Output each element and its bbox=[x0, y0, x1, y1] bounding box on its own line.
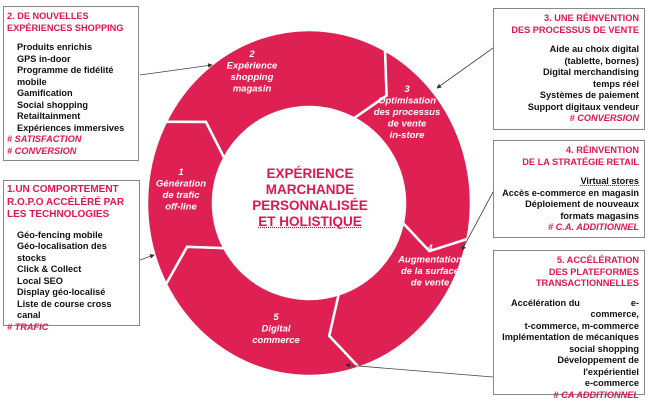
segment-number: 2 bbox=[248, 49, 255, 60]
list-item-part: e- bbox=[631, 298, 639, 310]
list-item: GPS in-door bbox=[17, 54, 135, 66]
tag-conversion: # CONVERSION bbox=[7, 146, 135, 158]
box-title: 1.UN COMPORTEMENT R.O.P.O ACCÉLÉRÉ PAR L… bbox=[7, 184, 136, 222]
box-sales-process-reinvention: 3. UNE RÉINVENTION DES PROCESSUS DE VENT… bbox=[493, 8, 645, 130]
title-line: EXPÉRIENCES SHOPPING bbox=[7, 23, 135, 35]
segment-label-line: Digital bbox=[261, 324, 290, 335]
segment-label-line: off-line bbox=[165, 202, 197, 213]
segment-label-line: Génération bbox=[156, 179, 206, 190]
box-title: 3. UNE RÉINVENTION DES PROCESSUS DE VENT… bbox=[499, 13, 639, 36]
title-line: R.O.P.O ACCÉLÉRÉ PAR bbox=[7, 197, 136, 210]
segment-label-line: de vente bbox=[388, 119, 427, 130]
list-item: Produits enrichis bbox=[17, 42, 135, 54]
list-item: e-commerce bbox=[499, 378, 639, 390]
list-item: Support digitaux vendeur bbox=[499, 102, 639, 114]
box-items: Aide au choix digital (tablette, bornes)… bbox=[499, 44, 639, 113]
box-ropo-behavior: 1.UN COMPORTEMENT R.O.P.O ACCÉLÉRÉ PAR L… bbox=[3, 180, 140, 326]
list-item: mobile bbox=[17, 77, 135, 89]
segment-label-line: Augmentation bbox=[397, 255, 462, 266]
list-item: Développement de l'expérientiel bbox=[499, 355, 639, 378]
box-items: Accélération du e- commerce, t-commerce,… bbox=[499, 298, 639, 390]
center-line: PERSONNALISÉE bbox=[228, 198, 392, 214]
tag-trafic: # TRAFIC bbox=[7, 322, 136, 334]
list-item: Social shopping bbox=[17, 100, 135, 112]
connector-box3 bbox=[437, 48, 493, 88]
box-new-shopping-experiences: 2. DE NOUVELLES EXPÉRIENCES SHOPPING Pro… bbox=[3, 6, 139, 161]
list-item: Accès e-commerce en magasin bbox=[499, 188, 639, 200]
box-title: 4. RÉINVENTION DE LA STRATÉGIE RETAIL bbox=[499, 145, 639, 168]
segment-label-line: Optimisation bbox=[378, 96, 436, 107]
center-line-text: ET HOLISTIQUE bbox=[258, 214, 362, 229]
list-item: temps réel bbox=[499, 79, 639, 91]
box-title: 5. ACCÉLÉRATION DES PLATEFORMES TRANSACT… bbox=[499, 255, 639, 290]
title-line: 2. DE NOUVELLES bbox=[7, 11, 135, 23]
box-title: 2. DE NOUVELLES EXPÉRIENCES SHOPPING bbox=[7, 11, 135, 34]
segment-number: 5 bbox=[273, 312, 279, 323]
list-item: Local SEO bbox=[17, 276, 136, 288]
list-item: Déploiement de nouveaux bbox=[499, 199, 639, 211]
title-line: DES PROCESSUS DE VENTE bbox=[499, 25, 639, 37]
segment-label-line: magasin bbox=[233, 84, 272, 95]
title-line: DE LA STRATÉGIE RETAIL bbox=[499, 157, 639, 169]
box-items: Virtual stores Accès e-commerce en magas… bbox=[499, 176, 639, 222]
tag-ca-additionnel: # C.A. ADDITIONNEL bbox=[499, 222, 639, 234]
center-line: ET HOLISTIQUE bbox=[228, 214, 392, 230]
list-item: Implémentation de mécaniques bbox=[499, 332, 639, 344]
list-item: Aide au choix digital bbox=[499, 44, 639, 56]
segment-label-line: de la surface bbox=[401, 266, 460, 277]
connector-box1 bbox=[140, 255, 154, 260]
ring-segment-5 bbox=[166, 247, 359, 376]
tag-ca-additionnel: # CA ADDITIONNEL bbox=[499, 390, 639, 401]
box-items: Produits enrichis GPS in-door Programme … bbox=[7, 42, 135, 134]
list-item: t-commerce, m-commerce bbox=[499, 321, 639, 333]
segment-label-line: Expérience bbox=[227, 61, 278, 72]
list-item: Liste de course cross canal bbox=[17, 299, 136, 322]
title-line: 1.UN COMPORTEMENT bbox=[7, 184, 136, 197]
segment-label-line: commerce bbox=[252, 335, 300, 346]
list-item-part: Accélération du bbox=[499, 298, 580, 310]
list-item: social shopping bbox=[499, 344, 639, 356]
list-item: Expériences immersives bbox=[17, 123, 135, 135]
tag-satisfaction: # SATISFACTION bbox=[7, 134, 135, 146]
title-line: 3. UNE RÉINVENTION bbox=[499, 13, 639, 25]
list-item-text: Virtual stores bbox=[580, 176, 639, 186]
center-line: MARCHANDE bbox=[228, 182, 392, 198]
segment-label-line: des processus bbox=[374, 107, 441, 118]
ring-segment-4 bbox=[329, 223, 467, 368]
box-retail-strategy: 4. RÉINVENTION DE LA STRATÉGIE RETAIL Vi… bbox=[493, 140, 645, 238]
box-transactional-platforms: 5. ACCÉLÉRATION DES PLATEFORMES TRANSACT… bbox=[493, 250, 645, 395]
segment-number: 4 bbox=[426, 243, 433, 254]
segment-label-line: de vente bbox=[411, 278, 450, 289]
segment-label-line: de trafic bbox=[163, 190, 201, 201]
connector-box5 bbox=[346, 365, 493, 377]
list-item: Accélération du e- bbox=[499, 298, 639, 310]
title-line: 4. RÉINVENTION bbox=[499, 145, 639, 157]
center-line: EXPÉRIENCE bbox=[228, 166, 392, 182]
segment-number: 1 bbox=[178, 167, 183, 178]
segment-number: 3 bbox=[404, 84, 410, 95]
list-item: Géo-fencing mobile bbox=[17, 230, 136, 242]
list-item: Display géo-localisé bbox=[17, 287, 136, 299]
title-line: 5. ACCÉLÉRATION bbox=[499, 255, 639, 267]
segment-label-line: shopping bbox=[231, 72, 274, 83]
list-item: commerce, bbox=[499, 309, 639, 321]
list-item: Systèmes de paiement bbox=[499, 90, 639, 102]
list-item: (tablette, bornes) bbox=[499, 56, 639, 68]
center-title: EXPÉRIENCE MARCHANDE PERSONNALISÉE ET HO… bbox=[228, 166, 392, 230]
list-item: Retailtainment bbox=[17, 111, 135, 123]
list-item: Digital merchandising bbox=[499, 67, 639, 79]
list-item: formats magasins bbox=[499, 211, 639, 223]
segment-label-line: in-store bbox=[390, 130, 426, 141]
title-line: LES TECHNOLOGIES bbox=[7, 209, 136, 222]
box-items: Géo-fencing mobile Géo-localisation des … bbox=[7, 230, 136, 322]
list-item: Gamification bbox=[17, 88, 135, 100]
tag-conversion: # CONVERSION bbox=[499, 113, 639, 125]
list-item: Géo-localisation des stocks bbox=[17, 241, 136, 264]
list-item: Click & Collect bbox=[17, 264, 136, 276]
title-line: DES PLATEFORMES bbox=[499, 267, 639, 279]
list-item: Programme de fidélité bbox=[17, 65, 135, 77]
list-item: Virtual stores bbox=[499, 176, 639, 188]
title-line: TRANSACTIONNELLES bbox=[499, 278, 639, 290]
